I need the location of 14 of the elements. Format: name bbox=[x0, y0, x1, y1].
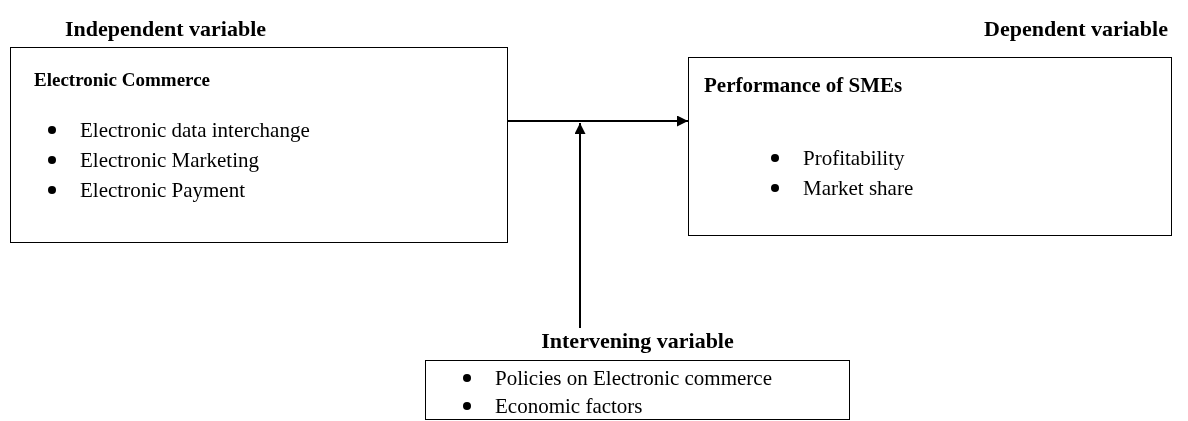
bullet-item: Electronic data interchange bbox=[80, 117, 310, 143]
bullet-item: Market share bbox=[803, 175, 914, 201]
box-title: Performance of SMEs bbox=[704, 73, 903, 98]
arrow bbox=[574, 122, 586, 329]
bullet-item: Economic factors bbox=[495, 393, 643, 419]
variable-heading: Independent variable bbox=[65, 16, 267, 42]
bullet-item: Electronic Marketing bbox=[80, 147, 259, 173]
arrow bbox=[507, 115, 689, 127]
bullet-item: Profitability bbox=[803, 145, 905, 171]
box-title: Electronic Commerce bbox=[34, 69, 211, 91]
bullet-item: Electronic Payment bbox=[80, 177, 246, 203]
variable-heading: Dependent variable bbox=[984, 16, 1168, 42]
variable-heading: Intervening variable bbox=[541, 328, 734, 354]
bullet-item: Policies on Electronic commerce bbox=[495, 365, 772, 391]
